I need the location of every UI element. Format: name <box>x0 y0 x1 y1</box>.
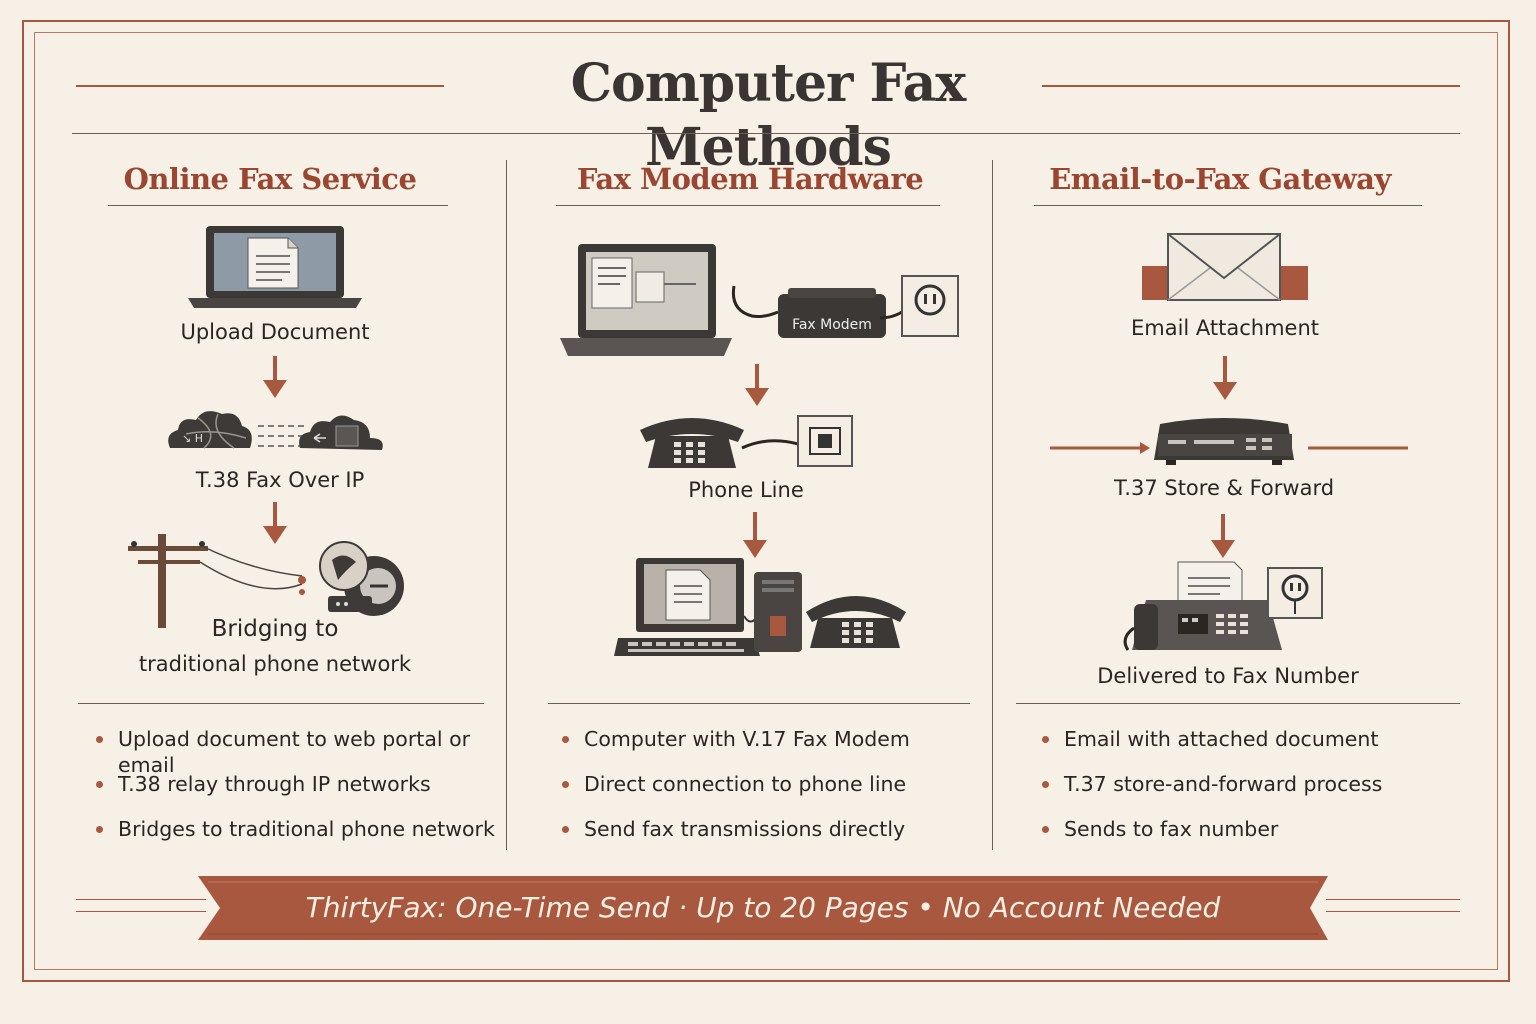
step-t38-fax-over-ip: T.38 Fax Over IP <box>195 468 365 492</box>
list-item: Bridges to traditional phone network <box>96 816 496 861</box>
column-divider-1 <box>506 160 507 850</box>
fax-modem-icon: Fax Modem <box>731 285 886 338</box>
laptop-icon <box>188 226 362 308</box>
desktop-computer-icon <box>614 558 906 656</box>
svg-text:↘ H: ↘ H <box>182 432 203 445</box>
banner-text: ThirtyFax: One-Time Send · Up to 20 Page… <box>305 891 1221 924</box>
title-rule-left <box>76 85 444 87</box>
list-item: Sends to fax number <box>1042 816 1442 861</box>
fax-modem-label: Fax Modem <box>792 317 872 333</box>
inner-frame <box>34 32 1498 970</box>
arrow-down-icon <box>743 512 767 558</box>
bullet-list-online-fax: Upload document to web portal or email T… <box>96 726 496 861</box>
fax-machine-icon <box>1123 561 1323 651</box>
step-upload-document: Upload Document <box>180 320 370 344</box>
step-email-attachment: Email Attachment <box>1130 316 1320 340</box>
document-icon <box>247 237 299 289</box>
step-delivered-to-fax-number: Delivered to Fax Number <box>1097 664 1359 688</box>
step-bridging-to: Bridging to <box>211 616 339 642</box>
page-title: Computer Fax Methods <box>570 53 967 178</box>
bullet-list-fax-modem: Computer with V.17 Fax Modem Direct conn… <box>562 726 962 861</box>
column-title-online-fax: Online Fax Service <box>123 162 417 196</box>
list-item: Email with attached document <box>1042 726 1442 771</box>
step-phone-line: Phone Line <box>688 478 804 502</box>
list-item: T.38 relay through IP networks <box>96 771 496 816</box>
arrow-down-icon <box>745 364 769 406</box>
step-t37-store-forward: T.37 Store & Forward <box>1113 476 1335 500</box>
banner-ribbon <box>198 876 1328 940</box>
wall-outlet-icon <box>1267 567 1323 619</box>
arrow-down-icon <box>1213 356 1237 400</box>
column-divider-2 <box>992 160 993 850</box>
arrow-down-icon <box>263 502 287 544</box>
column-title-rule-2 <box>556 205 940 206</box>
laptop-icon <box>560 244 732 356</box>
title-underline <box>72 133 1460 134</box>
list-item: Computer with V.17 Fax Modem <box>562 726 962 771</box>
list-item: Upload document to web portal or email <box>96 726 496 777</box>
banner-rule-right-1 <box>1326 899 1460 900</box>
cloud-network-icon: ↘ H <box>168 411 383 450</box>
banner-rule-left-2 <box>76 911 206 912</box>
telephone-icon <box>640 415 853 468</box>
wall-outlet-icon <box>879 275 959 337</box>
list-item: Direct connection to phone line <box>562 771 962 816</box>
column-title-rule-1 <box>108 205 448 206</box>
list-item: T.37 store-and-forward process <box>1042 771 1442 816</box>
column-title-rule-3 <box>1034 205 1422 206</box>
arrow-down-icon <box>263 356 287 398</box>
arrow-down-icon <box>1211 514 1235 558</box>
list-item: Send fax transmissions directly <box>562 816 962 861</box>
column-separator-1 <box>78 703 484 704</box>
envelope-icon <box>1142 233 1308 301</box>
column-separator-3 <box>1016 703 1460 704</box>
router-icon <box>298 541 404 616</box>
banner-rule-left-1 <box>76 899 206 900</box>
column-title-email-to-fax: Email-to-Fax Gateway <box>1049 162 1391 196</box>
column-title-fax-modem: Fax Modem Hardware <box>576 162 924 196</box>
title-rule-right <box>1042 85 1460 87</box>
bullet-list-email-to-fax: Email with attached document T.37 store-… <box>1042 726 1442 861</box>
utility-pole-icon <box>128 534 303 628</box>
outer-frame <box>22 20 1510 982</box>
banner-rule-right-2 <box>1326 911 1460 912</box>
column-separator-2 <box>548 703 970 704</box>
gateway-server-icon <box>1050 418 1408 465</box>
step-traditional-phone-network: traditional phone network <box>138 652 412 676</box>
